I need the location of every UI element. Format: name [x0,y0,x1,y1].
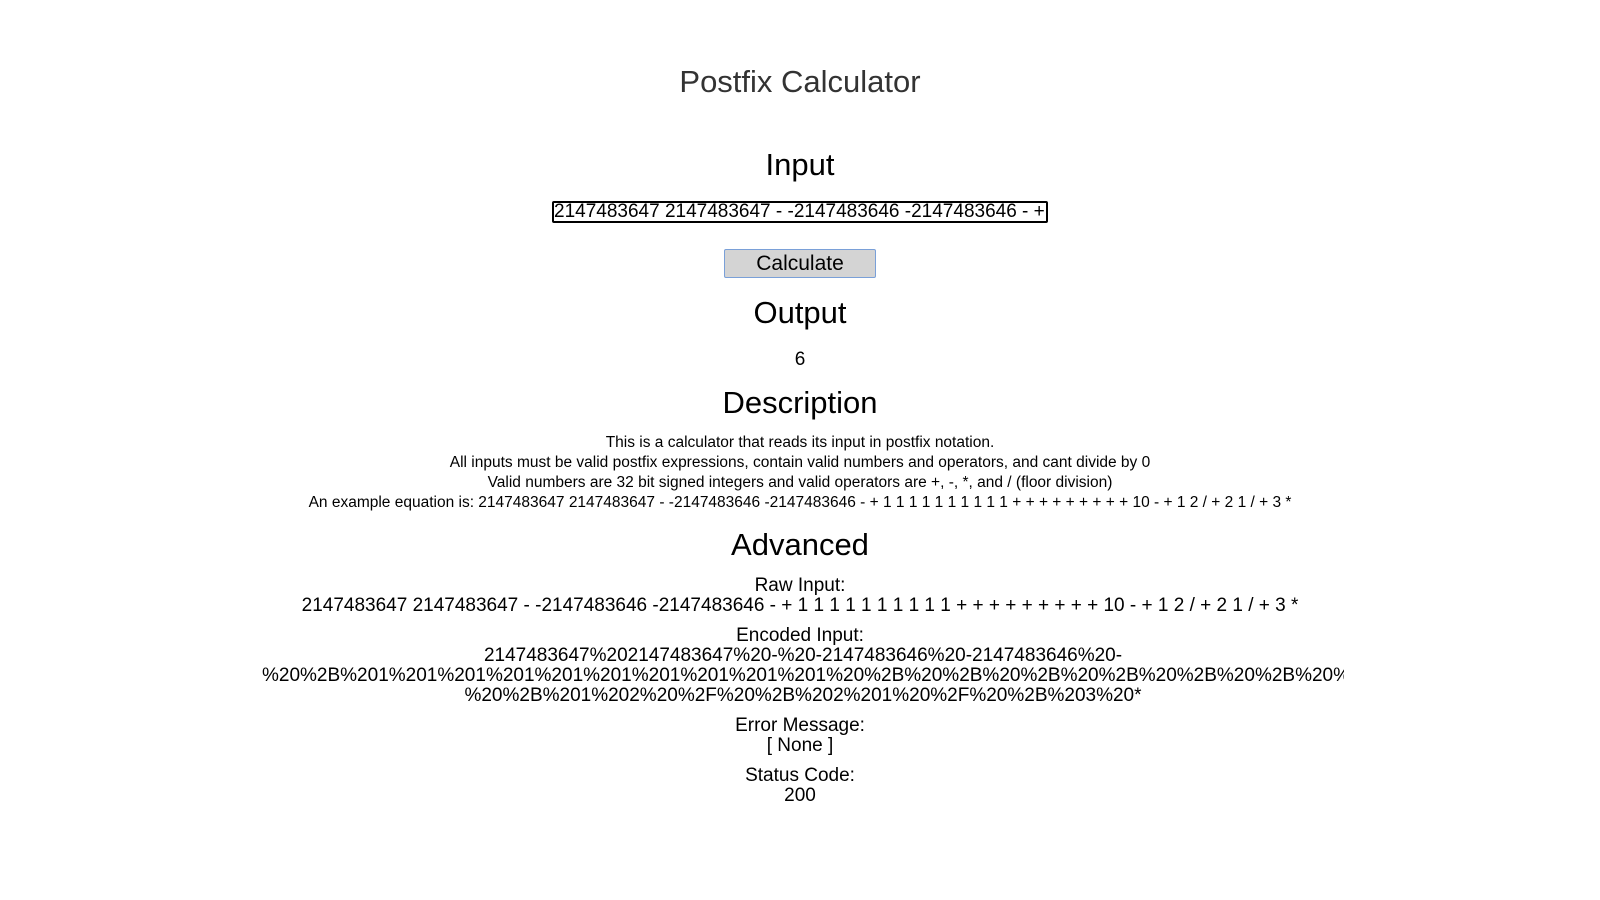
expression-input[interactable] [552,201,1048,223]
output-value: 6 [794,349,806,370]
encoded-input-line: %20%2B%201%202%20%2F%20%2B%202%201%20%2F… [464,685,1142,706]
raw-input-label: Raw Input: [754,575,846,596]
description-text: This is a calculator that reads its inpu… [0,433,1600,513]
error-message-value: [ None ] [766,735,834,756]
description-line: Valid numbers are 32 bit signed integers… [487,474,1113,491]
button-row: Calculate [0,249,1600,278]
advanced-heading: Advanced [731,527,869,562]
description-line: An example equation is: 2147483647 21474… [308,494,1292,511]
raw-input-value: 2147483647 2147483647 - -2147483646 -214… [301,595,1299,616]
encoded-input-line: 2147483647%202147483647%20-%20-214748364… [483,646,1123,666]
description-line: All inputs must be valid postfix express… [449,454,1151,471]
encoded-input-line: %20%2B%201%201%201%201%201%201%201%201%2… [262,665,1344,686]
error-message-label: Error Message: [735,715,865,736]
encoded-input-label: Encoded Input: [736,625,864,646]
encoded-input-value: 2147483647%202147483647%20-%20-214748364… [262,646,1344,706]
description-heading: Description [722,385,878,420]
calculate-button[interactable]: Calculate [724,249,876,278]
description-line: This is a calculator that reads its inpu… [605,434,995,451]
status-code-label: Status Code: [745,765,855,786]
page-title: Postfix Calculator [679,64,921,99]
output-heading: Output [753,295,847,330]
status-code-value: 200 [784,785,816,806]
input-heading: Input [765,147,835,182]
input-row [0,201,1600,223]
